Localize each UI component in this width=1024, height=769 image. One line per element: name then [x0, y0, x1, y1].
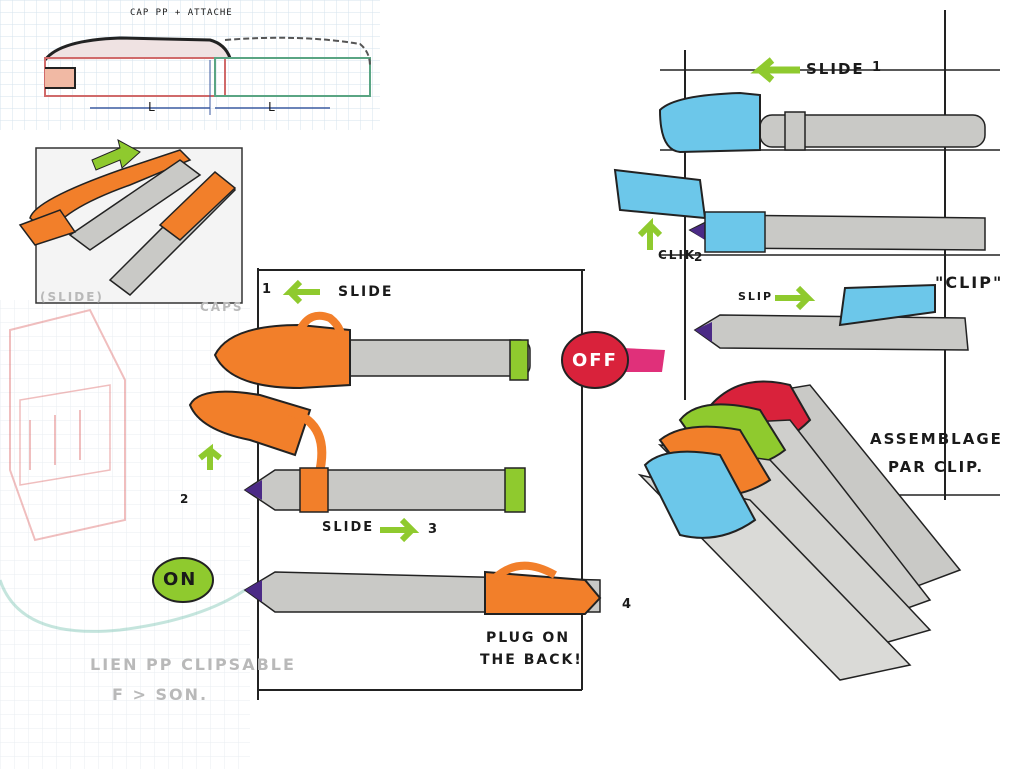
- marker-step1: [213, 311, 531, 390]
- perspective-markers: [18, 139, 237, 296]
- slip-label: SLIP: [738, 290, 774, 303]
- clik-label: CLIK: [658, 248, 697, 262]
- step2-number: 2: [180, 492, 191, 506]
- on-badge: [152, 557, 214, 603]
- marker-bundle: [637, 380, 962, 681]
- faint-label-slide: (SLIDE): [40, 290, 104, 304]
- right-slide-label: SLIDE: [806, 60, 865, 78]
- right-step2-number: 2: [694, 250, 705, 264]
- dimension-right: L: [268, 100, 277, 114]
- marker-step4: [243, 561, 602, 615]
- marker-step2: [188, 390, 526, 513]
- right-slide-arrow: [750, 57, 800, 83]
- faint-cap-drawing: [0, 308, 246, 633]
- right-marker-3: [693, 283, 969, 351]
- dimension-left: L: [148, 100, 157, 114]
- faint-label-caps: CAPS: [200, 300, 244, 314]
- assembly-line2: PAR CLIP.: [888, 458, 985, 476]
- step3-number: 3: [428, 522, 440, 537]
- slide-arrow-step1: [282, 279, 320, 305]
- plug-note-line2: THE BACK!: [480, 652, 583, 668]
- step4-number: 4: [622, 597, 634, 612]
- right-marker-1: [658, 91, 986, 154]
- on-label: ON: [163, 569, 198, 590]
- grid-sheet-faint: [0, 300, 250, 769]
- slide3-label: SLIDE: [322, 520, 375, 535]
- right-step1-number: 1: [872, 60, 884, 75]
- faint-link-line1: LIEN PP CLIPSABLE: [90, 655, 296, 674]
- assembly-line1: ASSEMBLAGE: [870, 430, 1003, 448]
- step1-number: 1: [262, 282, 274, 297]
- cap-caption: CAP PP + ATTACHE: [130, 8, 233, 18]
- cap-section-sketch: [43, 36, 371, 115]
- off-badge: [561, 331, 665, 389]
- plug-note-line1: PLUG ON: [486, 630, 571, 646]
- slide-arrow-step3: [380, 517, 420, 543]
- grid-sheet-top: [0, 0, 380, 130]
- off-label: OFF: [572, 350, 618, 371]
- clip-label: "CLIP": [935, 273, 1004, 292]
- slide-label: SLIDE: [338, 284, 394, 300]
- faint-link-line2: F > SON.: [112, 685, 209, 704]
- right-marker-2: [613, 168, 986, 253]
